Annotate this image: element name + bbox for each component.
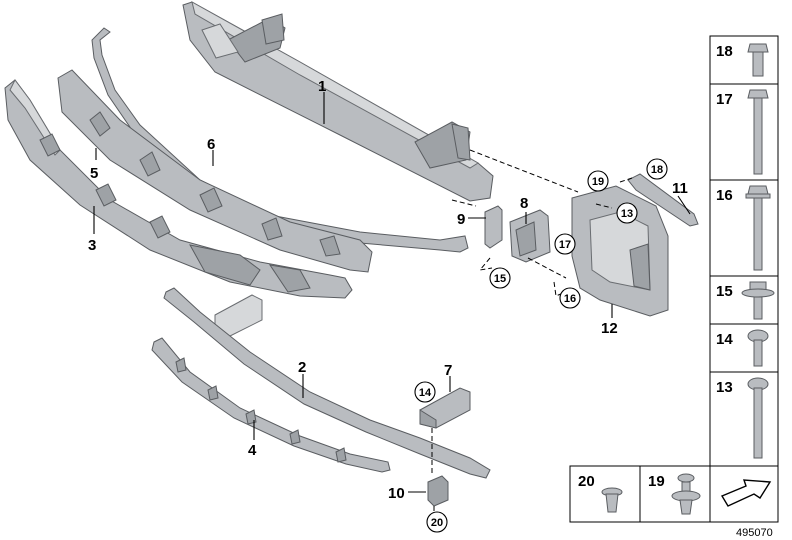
circled-19: 19 [592, 176, 604, 188]
panel-label-18: 18 [716, 43, 733, 60]
callout-9: 9 [457, 211, 465, 228]
bolt-18-icon [747, 43, 769, 77]
bolt-13-icon [747, 377, 769, 459]
carrier-frame-part-12[interactable] [571, 185, 669, 317]
bolt-16-icon [745, 185, 771, 271]
assembly-lines [431, 149, 633, 512]
circled-13: 13 [621, 208, 633, 220]
callout-3: 3 [88, 237, 96, 254]
circled-17: 17 [559, 239, 571, 251]
callout-1: 1 [318, 78, 326, 95]
screw-15-icon [741, 281, 775, 320]
circled-16: 16 [564, 293, 576, 305]
callout-11: 11 [672, 180, 688, 197]
fastener-panel: 18 17 16 15 14 13 20 19 [569, 35, 779, 523]
bracket-part-9[interactable] [484, 205, 503, 249]
circled-20: 20 [431, 517, 443, 529]
panel-label-13: 13 [716, 379, 733, 396]
callout-10: 10 [388, 485, 405, 502]
screw-14-icon [747, 329, 769, 367]
callout-5: 5 [90, 165, 98, 182]
leader-lines [93, 92, 691, 493]
panel-label-17: 17 [716, 91, 733, 108]
circled-15: 15 [494, 273, 506, 285]
circled-14: 14 [419, 387, 432, 399]
bumper-carrier-part-1[interactable] [182, 1, 494, 202]
absorber-part-5[interactable] [57, 69, 373, 273]
diagram-number: 495070 [736, 527, 773, 539]
orientation-arrow-icon [720, 479, 772, 507]
lower-trim-part-4[interactable] [151, 337, 391, 473]
panel-label-15: 15 [716, 283, 733, 300]
clip-part-10[interactable] [427, 475, 449, 507]
panel-label-19: 19 [648, 473, 665, 490]
bracket-part-8[interactable] [509, 209, 551, 263]
part-callouts: 1 6 5 3 2 4 7 10 9 8 11 12 [88, 78, 688, 502]
callout-12: 12 [601, 320, 618, 337]
callout-4: 4 [248, 442, 257, 459]
bolt-17-icon [747, 89, 769, 175]
rivet-19-icon [671, 473, 701, 515]
circled-callouts: 14 20 15 17 16 19 13 18 [414, 158, 668, 533]
panel-label-20: 20 [578, 473, 595, 490]
callout-2: 2 [298, 359, 306, 376]
callout-7: 7 [444, 362, 452, 379]
panel-label-14: 14 [716, 331, 733, 348]
bracket-part-7[interactable] [419, 387, 471, 429]
absorber-part-3[interactable] [4, 79, 353, 299]
circled-18: 18 [651, 164, 663, 176]
clip-20-icon [601, 487, 623, 513]
lower-rail-part-2[interactable] [163, 287, 491, 479]
callout-6: 6 [207, 136, 215, 153]
panel-label-16: 16 [716, 187, 733, 204]
callout-8: 8 [520, 195, 528, 212]
trim-strip-part-6[interactable] [91, 27, 469, 253]
bracket-part-11[interactable] [627, 173, 699, 227]
